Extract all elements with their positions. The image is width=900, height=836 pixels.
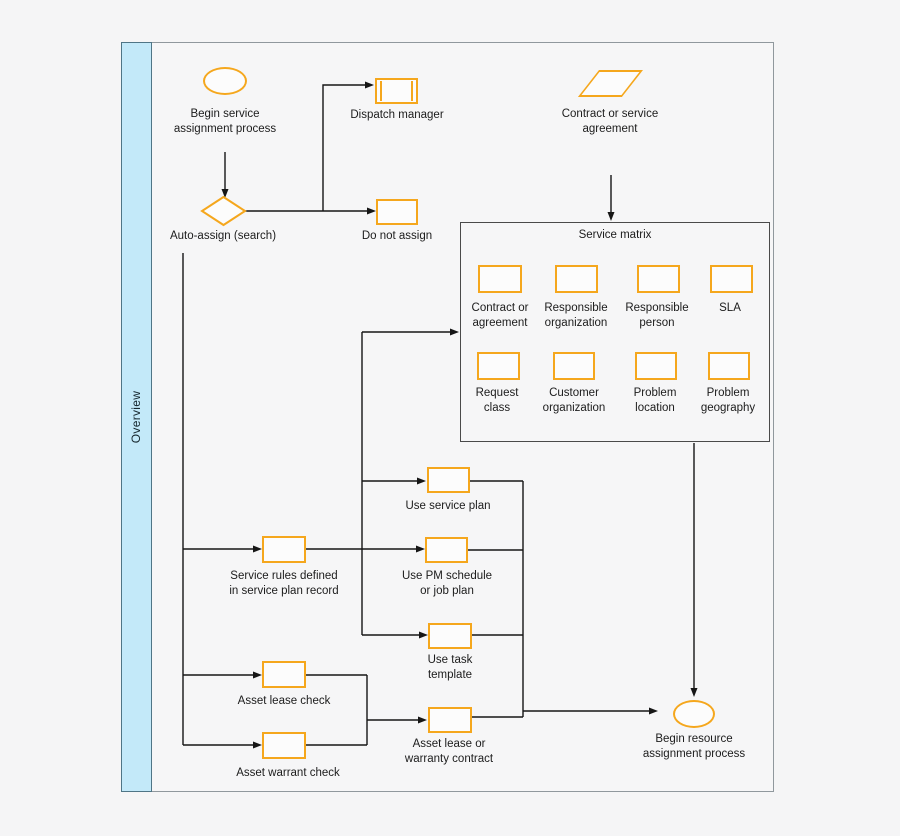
label-matrix-problem-geography: Problem geography <box>700 387 756 414</box>
label-matrix-contract-or-agreement: Contract or agreement <box>471 302 529 329</box>
predefined-process-dispatch-manager <box>375 78 418 104</box>
label-matrix-responsible-person: Responsible person <box>625 302 689 329</box>
process-use-service-plan <box>427 467 470 493</box>
process-use-pm-schedule <box>425 537 468 563</box>
swimlane-title: Overview <box>129 390 144 444</box>
start-ellipse-begin-service <box>203 67 247 95</box>
label-service-matrix-title: Service matrix <box>578 229 652 241</box>
label-asset-warrant-check: Asset warrant check <box>236 767 340 779</box>
label-matrix-problem-location: Problem location <box>633 387 677 414</box>
label-matrix-request-class: Request class <box>475 387 519 414</box>
label-matrix-responsible-organization: Responsible organization <box>544 302 608 329</box>
label-begin-service: Begin service assignment process <box>173 108 277 135</box>
service-matrix-container <box>460 222 770 442</box>
label-use-pm-schedule: Use PM schedule or job plan <box>401 570 493 597</box>
matrix-cell-request-class <box>477 352 520 380</box>
matrix-cell-responsible-person <box>637 265 680 293</box>
predefined-process-bar <box>411 81 413 101</box>
decision-diamond-auto-assign <box>200 195 247 227</box>
process-use-task-template <box>428 623 472 649</box>
matrix-cell-responsible-organization <box>555 265 598 293</box>
label-use-task-template: Use task template <box>427 654 473 681</box>
process-do-not-assign <box>376 199 418 225</box>
matrix-cell-customer-organization <box>553 352 595 380</box>
process-service-rules <box>262 536 306 563</box>
label-do-not-assign: Do not assign <box>361 230 433 242</box>
label-contract-agreement: Contract or service agreement <box>561 108 659 135</box>
label-use-service-plan: Use service plan <box>405 500 491 512</box>
label-asset-lease-check: Asset lease check <box>237 695 331 707</box>
swimlane-header: Overview <box>121 42 152 792</box>
predefined-process-bar <box>380 81 382 101</box>
label-dispatch-manager: Dispatch manager <box>350 109 444 121</box>
matrix-cell-problem-geography <box>708 352 750 380</box>
label-auto-assign: Auto-assign (search) <box>169 230 277 242</box>
matrix-cell-contract-or-agreement <box>478 265 522 293</box>
label-matrix-customer-organization: Customer organization <box>542 387 606 414</box>
end-ellipse-begin-resource <box>673 700 715 728</box>
matrix-cell-sla <box>710 265 753 293</box>
label-asset-lease-warranty: Asset lease or warranty contract <box>404 738 494 765</box>
process-asset-lease-warranty <box>428 707 472 733</box>
label-begin-resource: Begin resource assignment process <box>642 733 746 760</box>
label-service-rules: Service rules defined in service plan re… <box>229 570 339 597</box>
process-asset-lease-check <box>262 661 306 688</box>
process-asset-warrant-check <box>262 732 306 759</box>
matrix-cell-problem-location <box>635 352 677 380</box>
label-matrix-sla: SLA <box>719 302 741 314</box>
